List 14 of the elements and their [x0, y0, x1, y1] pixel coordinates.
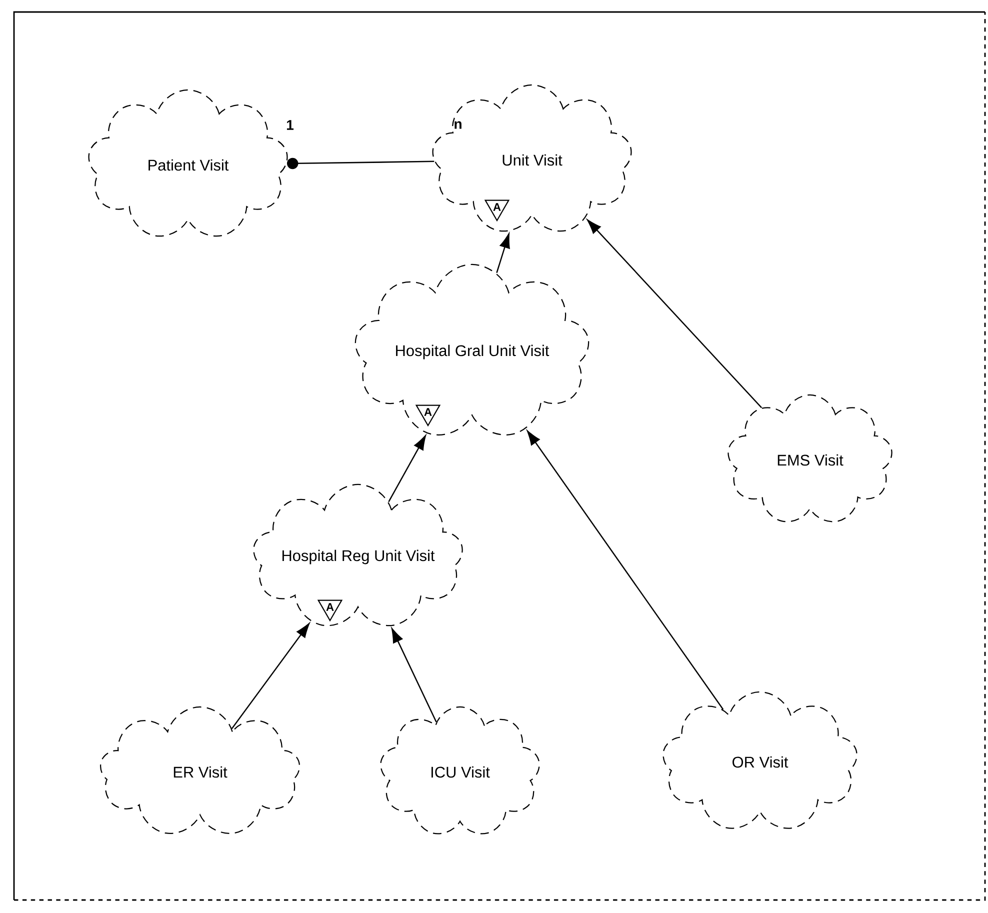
class-cloud: ICU Visit: [380, 706, 540, 834]
arrow: [388, 435, 426, 502]
arrow: [391, 628, 437, 722]
class-cloud: OR Visit: [662, 691, 858, 829]
arrow: [587, 219, 762, 408]
arrow: [231, 623, 310, 729]
class-cloud: EMS Visit: [728, 394, 892, 522]
arrow: [496, 233, 510, 274]
cardinality-label: 1: [286, 120, 294, 130]
arrow: [286, 158, 434, 170]
class-cloud: Patient Visit: [88, 89, 288, 237]
arrow: [527, 430, 724, 710]
class-cloud: ER Visit: [100, 706, 300, 834]
cardinality-label: n: [454, 121, 462, 129]
